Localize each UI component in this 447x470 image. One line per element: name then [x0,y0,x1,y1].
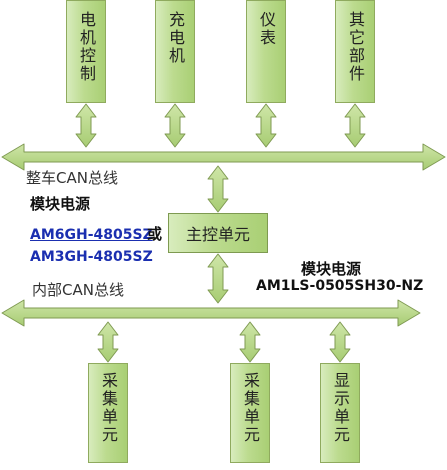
internal-can-bus-label: 内部CAN总线 [32,281,124,299]
instrument-label: 仪表 [257,11,276,47]
acquisition-unit-1-label: 采集单元 [99,372,118,444]
right-power-title: 模块电源 [301,260,362,278]
charger-connector-arrow [164,103,186,148]
left-power-model-2: AM3GH-4805SZ [30,249,153,265]
main-controller-box: 主控单元 [168,213,268,253]
acquisition-unit-2-box: 采集单元 [230,363,270,463]
vehicle-can-bus-label: 整车CAN总线 [26,169,118,187]
left-power-model-1: AM6GH-4805SZ [30,227,153,243]
instrument-box: 仪表 [246,0,286,103]
motor-control-box: 电机控制 [66,0,106,103]
acquisition-unit-2-label: 采集单元 [241,372,260,444]
charger-box: 充电机 [155,0,195,103]
controller-vehicle-bus-arrow [207,165,229,213]
charger-label: 充电机 [166,11,185,65]
acquisition-unit-2-connector-arrow [239,321,261,363]
acquisition-unit-1-connector-arrow [97,321,119,363]
vehicle-can-bus-arrow [1,143,446,171]
right-power-model: AM1LS-0505SH30-NZ [256,278,424,294]
motor-control-connector-arrow [75,103,97,148]
acquisition-unit-1-box: 采集单元 [88,363,128,463]
display-unit-label: 显示单元 [331,372,350,444]
motor-control-label: 电机控制 [77,11,96,83]
other-parts-box: 其它部件 [335,0,375,103]
left-power-title: 模块电源 [30,195,91,213]
controller-internal-bus-arrow [207,253,229,304]
other-parts-connector-arrow [344,103,366,148]
left-power-or: 或 [147,225,163,243]
internal-can-bus-arrow [1,299,421,327]
display-unit-box: 显示单元 [320,363,360,463]
display-unit-connector-arrow [329,321,351,363]
main-controller-label: 主控单元 [185,225,250,244]
instrument-connector-arrow [255,103,277,148]
other-parts-label: 其它部件 [346,11,365,83]
